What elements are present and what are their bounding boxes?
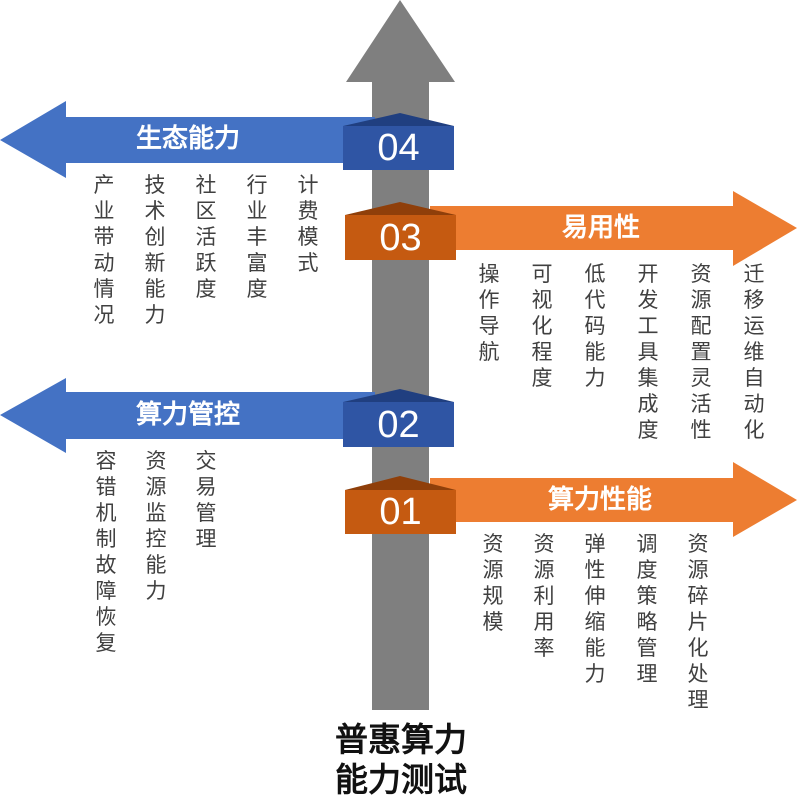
badge-03	[345, 215, 456, 260]
badge-02	[343, 402, 454, 447]
label-04: 生态能力	[136, 124, 241, 154]
badge-number-01: 01	[379, 491, 422, 533]
item-04-5: 计费模式	[297, 173, 319, 275]
item-04-1: 产业带动情况	[93, 173, 115, 327]
item-03-2: 可视化程度	[531, 262, 553, 390]
label-02: 算力管控	[136, 400, 241, 430]
item-04-3: 社区活跃度	[195, 173, 217, 301]
label-03: 易用性	[562, 213, 641, 243]
diagram-title-line1: 普惠算力	[335, 720, 467, 759]
badge-01-cap	[345, 476, 456, 490]
item-03-6: 迁移运维自动化	[743, 262, 765, 442]
badge-01	[345, 490, 456, 534]
badge-04	[343, 126, 454, 170]
item-02-3: 交易管理	[195, 449, 217, 551]
item-01-4: 调度策略管理	[636, 532, 658, 686]
item-01-1: 资源规模	[482, 532, 504, 634]
item-01-3: 弹性伸缩能力	[584, 532, 606, 686]
arrow-02-control	[0, 378, 375, 453]
item-02-1: 容错机制故障恢复	[95, 449, 117, 655]
badge-02-cap	[343, 389, 454, 402]
item-03-5: 资源配置灵活性	[690, 262, 712, 442]
item-02-2: 资源监控能力	[145, 449, 167, 603]
label-01: 算力性能	[548, 485, 653, 515]
badge-03-cap	[345, 202, 456, 215]
badge-04-cap	[343, 113, 454, 126]
spine-arrow	[346, 0, 455, 710]
item-04-4: 行业丰富度	[246, 173, 268, 301]
badge-number-04: 04	[377, 127, 420, 169]
item-04-2: 技术创新能力	[144, 173, 166, 327]
item-03-1: 操作导航	[478, 262, 500, 364]
arrow-04-ecosystem	[0, 101, 375, 178]
item-03-4: 开发工具集成度	[637, 262, 659, 442]
item-01-2: 资源利用率	[533, 532, 555, 660]
badge-number-03: 03	[379, 217, 422, 259]
diagram-title-line2: 能力测试	[335, 760, 467, 799]
item-01-5: 资源碎片化处理	[687, 532, 709, 712]
badge-number-02: 02	[377, 404, 420, 446]
arrow-01-performance	[430, 462, 797, 537]
arrow-03-usability	[430, 191, 797, 266]
item-03-3: 低代码能力	[584, 262, 606, 390]
